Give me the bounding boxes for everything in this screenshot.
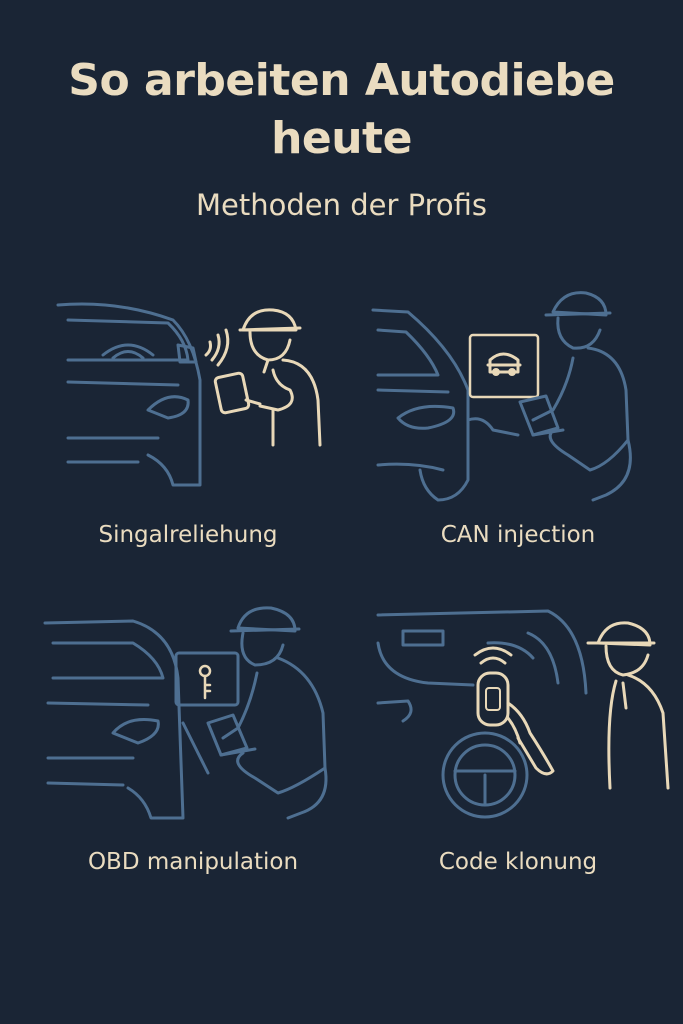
key-icon (174, 651, 240, 707)
person-with-cap-icon (586, 621, 670, 790)
wireless-signal-icon (473, 646, 513, 665)
code-cloning-illustration (376, 609, 670, 819)
tablet-icon (213, 371, 262, 415)
panel-label: Code klonung (438, 849, 598, 875)
obd-manipulation-illustration (43, 606, 328, 820)
panel-can-injection: CAN injection (358, 290, 678, 590)
page-title: So arbeiten Autodiebe heute (68, 55, 615, 164)
panel-signal-relay: Singalreliehung (28, 290, 348, 590)
laptop-icon (206, 713, 257, 757)
car-side-icon (56, 302, 202, 487)
wireless-signal-icon (204, 328, 230, 367)
crouching-person-icon (531, 291, 632, 502)
car-symbol-icon (468, 333, 540, 399)
can-injection-illustration (371, 291, 632, 502)
signal-relay-illustration (56, 302, 322, 487)
car-interior-icon (376, 609, 588, 723)
hand-icon (506, 701, 555, 776)
crouching-person-icon (221, 606, 328, 820)
person-with-cap-icon (238, 308, 322, 447)
panel-code-cloning: Code klonung (358, 603, 678, 903)
laptop-icon (518, 394, 565, 437)
panel-label: CAN injection (440, 522, 596, 548)
panel-label: OBD manipulation (87, 849, 299, 875)
steering-wheel-icon (441, 731, 529, 819)
page-subtitle: Methoden der Profis (196, 188, 487, 222)
car-side-icon (371, 308, 520, 502)
car-side-icon (43, 619, 210, 820)
panel-label: Singalreliehung (98, 522, 278, 548)
key-fob-icon (476, 671, 510, 727)
panel-obd-manipulation: OBD manipulation (33, 603, 353, 903)
